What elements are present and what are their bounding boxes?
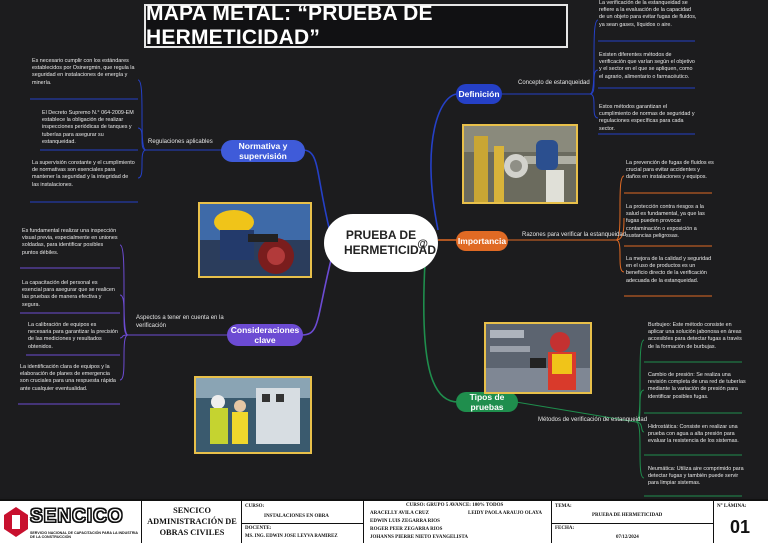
mind-map-canvas: MAPA METAL: “PRUEBA DE HERMETICIDAD” PRU…: [18, 0, 746, 497]
sheet-number-cell: N° LÁMINA: 01: [714, 501, 768, 543]
node-tipos-de-pruebas[interactable]: Tipos de pruebas: [456, 392, 518, 412]
central-topic-line2: HERMETICIDAD: [344, 243, 436, 257]
institution-name: SENCICO ADMINISTRACIÓN DE OBRAS CIVILES: [147, 506, 237, 537]
topic-cell: TEMA: PRUEBA DE HERMETICIDAD FECHA: 07/1…: [552, 501, 714, 543]
note-normativa-2: El Decreto Supremo N.° 064-2009-EM estab…: [42, 110, 134, 145]
member-4: JOHANNS PIERRE NIETO EVANGELISTA: [370, 535, 468, 540]
group-cell: CURSO: GRUPO 5 AVANCE: 100% TODOS ARACEL…: [364, 501, 552, 543]
note-definicion-3: Estos métodos garantizan el cumplimiento…: [599, 104, 695, 132]
node-consideraciones-clave[interactable]: Consideraciones clave: [227, 324, 303, 346]
fecha-label: FECHA:: [555, 526, 575, 531]
connector-lines: [18, 19, 742, 497]
note-normativa-3: La supervisión constante y el cumplimien…: [32, 160, 135, 188]
link-label-tipos: Métodos de verificación de estanqueidad: [538, 417, 648, 423]
photo-pipe-inspection: [462, 124, 578, 204]
node-normativa-supervision[interactable]: Normativa y supervisión: [221, 140, 305, 162]
note-definicion-2: Existen diferentes métodos de verificaci…: [599, 52, 695, 80]
photo-welding-worker: [198, 202, 312, 278]
link-label-importancia: Razones para verificar la estanqueidad: [522, 232, 627, 238]
logo-subtitle: SERVICIO NACIONAL DE CAPACITACIÓN PARA L…: [30, 531, 138, 540]
curso-label: CURSO:: [245, 504, 265, 509]
note-importancia-1: La prevención de fugas de fluidos es cru…: [626, 160, 714, 181]
fecha-value: 07/12/2024: [616, 535, 639, 540]
link-label-definicion: Concepto de estanqueidad: [518, 80, 590, 86]
member-3: ROGER PEER ZEGARRA RIOS: [370, 527, 443, 532]
map-title-box: MAPA METAL: “PRUEBA DE HERMETICIDAD”: [144, 2, 568, 49]
node-definicion[interactable]: Definición: [456, 84, 502, 104]
tema-label: TEMA:: [555, 504, 572, 509]
tema-value: PRUEBA DE HERMETICIDAD: [592, 513, 663, 518]
member-2: EDWIN LUIS ZEGARRA RIOS: [370, 519, 440, 524]
docente-value: MS. ING. EDWIN JOSE LEYVA RAMIREZ: [245, 534, 338, 539]
node-importancia[interactable]: Importancia: [456, 231, 508, 251]
member-1: ARACELLY AVILA CRUZ: [370, 511, 429, 516]
note-consideraciones-1: Es fundamental realizar una inspección v…: [22, 228, 118, 256]
note-tipos-1: Burbujeo: Este método consiste en aplica…: [648, 322, 742, 350]
note-importancia-3: La mejora de la calidad y seguridad en e…: [626, 256, 712, 284]
lamina-label: N° LÁMINA:: [717, 504, 747, 509]
note-normativa-1: Es necesario cumplir con los estándares …: [32, 58, 135, 86]
central-topic-line1: PRUEBA DE: [345, 228, 417, 242]
title-block-footer: SENCICO SERVICIO NACIONAL DE CAPACITACIÓ…: [0, 499, 768, 543]
note-consideraciones-3: La calibración de equipos es necesaria p…: [28, 322, 118, 350]
group-title: CURSO: GRUPO 5 AVANCE: 100% TODOS: [406, 503, 504, 508]
at-icon: @: [417, 238, 428, 250]
note-definicion-1: La verificación de la estanqueidad se re…: [599, 0, 697, 28]
note-importancia-2: La protección contra riesgos a la salud …: [626, 204, 705, 239]
docente-label: DOCENTE:: [245, 526, 272, 531]
link-label-consideraciones: Aspectos a tener en cuenta en la verific…: [136, 315, 224, 329]
institution-cell: SENCICO ADMINISTRACIÓN DE OBRAS CIVILES: [142, 501, 242, 543]
member-5: LEIDY PAOLA ARAUJO OLAYA: [468, 511, 542, 516]
sencico-emblem-icon: [4, 507, 28, 537]
logo-wordmark: SENCICO: [30, 506, 124, 528]
note-tipos-4: Neumática: Utiliza aire comprimido para …: [648, 466, 744, 487]
curso-value: INSTALACIONES EN OBRA: [264, 514, 329, 519]
logo-cell: SENCICO SERVICIO NACIONAL DE CAPACITACIÓ…: [0, 501, 142, 543]
photo-technicians-panel: [194, 376, 312, 454]
note-consideraciones-4: La identificación clara de equipos y la …: [20, 364, 116, 392]
photo-gas-detection: [484, 322, 592, 394]
course-cell: CURSO: INSTALACIONES EN OBRA DOCENTE: MS…: [242, 501, 364, 543]
lamina-value: 01: [730, 517, 751, 537]
note-tipos-2: Cambio de presión: Se realiza una revisi…: [648, 372, 746, 400]
note-tipos-3: Hidrostática: Consiste en realizar una p…: [648, 424, 739, 445]
map-title: MAPA METAL: “PRUEBA DE HERMETICIDAD”: [146, 2, 433, 49]
link-label-normativa: Regulaciones aplicables: [148, 139, 213, 145]
note-consideraciones-2: La capacitación del personal es esencial…: [22, 280, 115, 308]
